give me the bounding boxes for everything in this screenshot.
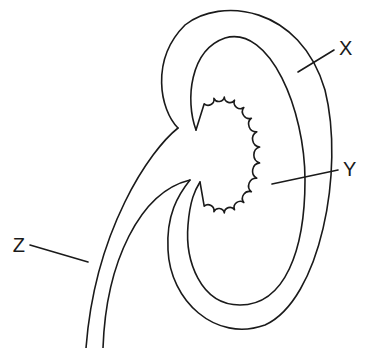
cortex-inner-outline bbox=[188, 37, 305, 305]
ureter-right-wall bbox=[103, 180, 190, 348]
part-label: Z bbox=[13, 234, 25, 256]
ureter-left-wall bbox=[86, 128, 178, 348]
kidney-outer-outline bbox=[162, 11, 332, 330]
part-label: Y bbox=[343, 158, 356, 180]
renal-pelvis-outline bbox=[196, 97, 260, 213]
part-label: X bbox=[339, 37, 352, 59]
leader-line bbox=[272, 170, 338, 184]
leader-line bbox=[30, 245, 88, 262]
leader-line bbox=[298, 50, 334, 72]
